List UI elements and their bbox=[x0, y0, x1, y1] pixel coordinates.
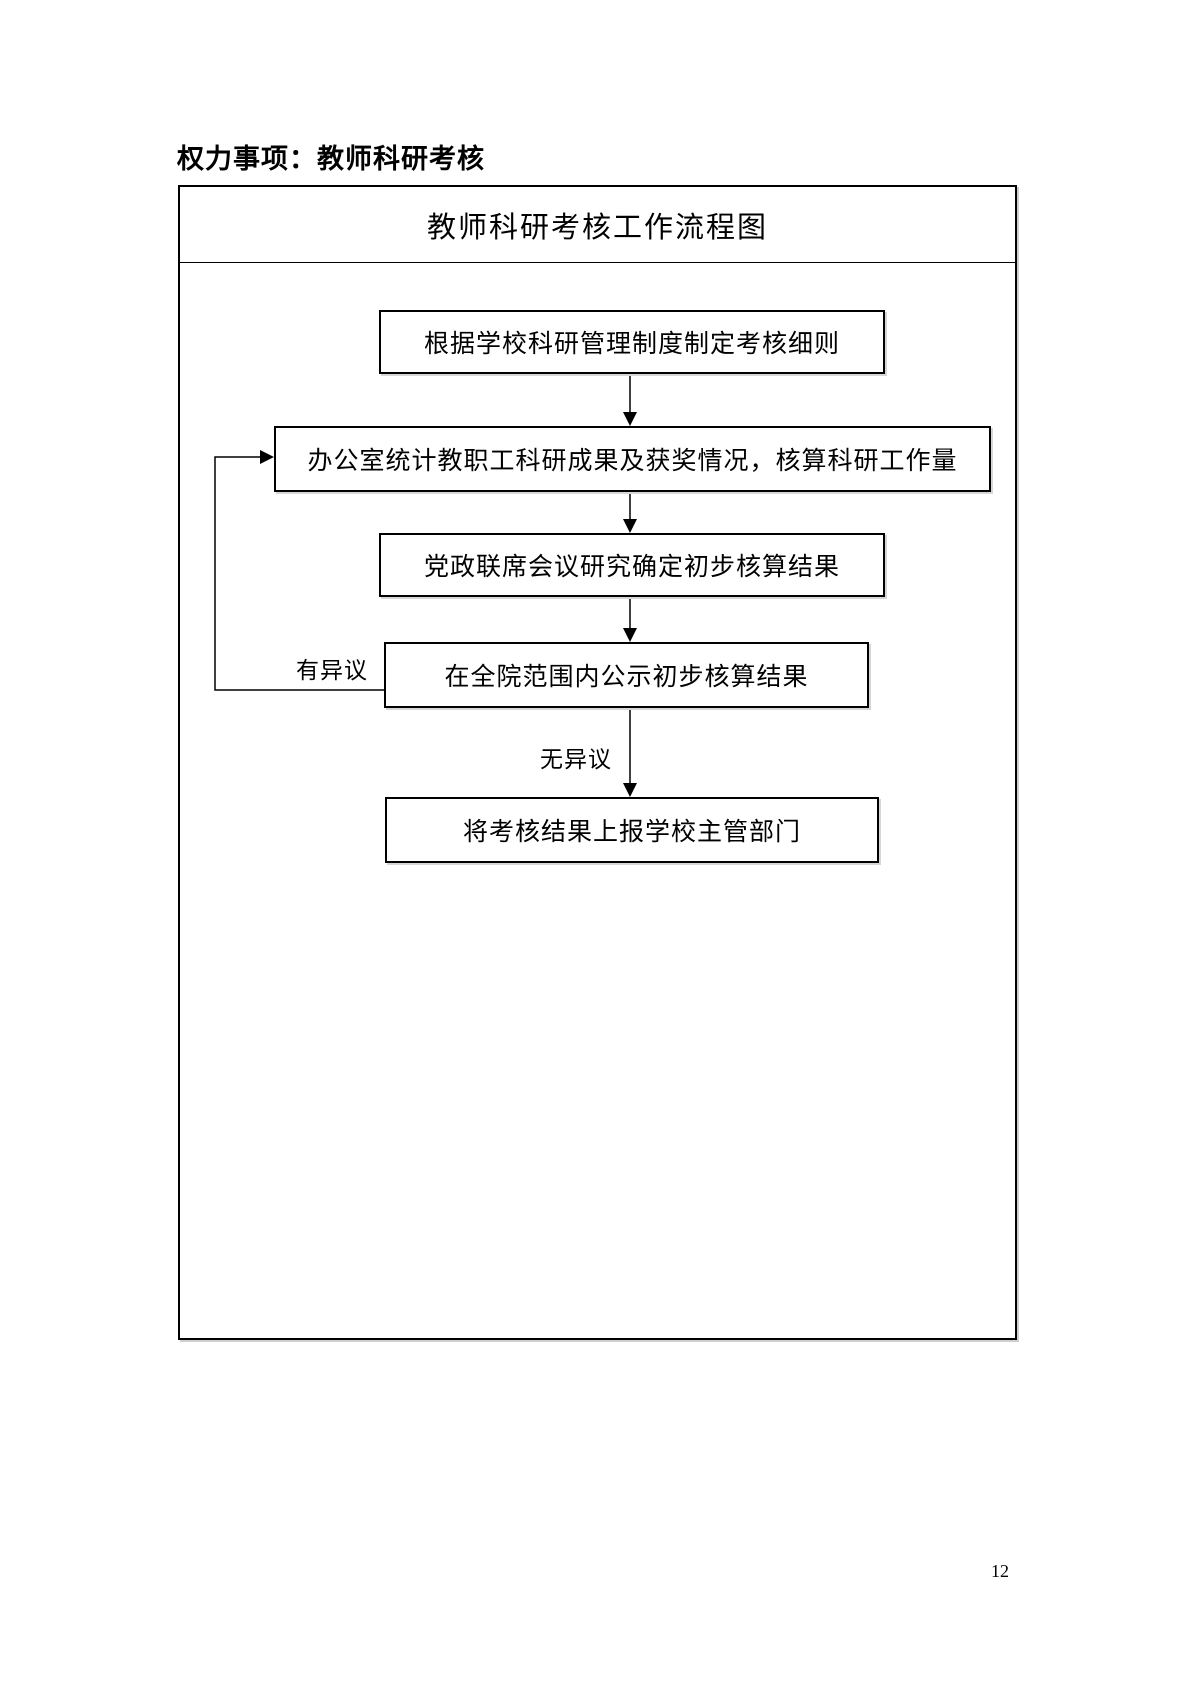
flow-step-5: 将考核结果上报学校主管部门 bbox=[385, 797, 879, 863]
arrow-step1-step2 bbox=[623, 370, 637, 426]
flowchart-title: 教师科研考核工作流程图 bbox=[426, 211, 768, 244]
page-number: 12 bbox=[991, 1561, 1009, 1581]
arrow-step4-step5 bbox=[623, 704, 637, 797]
flow-step-4: 在全院范围内公示初步核算结果 bbox=[384, 642, 869, 708]
arrow-step2-step3 bbox=[623, 488, 637, 533]
flow-step-2: 办公室统计教职工科研成果及获奖情况，核算科研工作量 bbox=[274, 426, 991, 492]
flow-area: 根据学校科研管理制度制定考核细则 办公室统计教职工科研成果及获奖情况，核算科研工… bbox=[180, 187, 1015, 1338]
branch-label-no-objection: 无异议 bbox=[540, 747, 612, 772]
flow-step-3: 党政联席会议研究确定初步核算结果 bbox=[379, 533, 885, 597]
document-heading: 权力事项：教师科研考核 bbox=[177, 144, 485, 174]
flow-step-1: 根据学校科研管理制度制定考核细则 bbox=[379, 310, 885, 374]
flowchart-title-row: 教师科研考核工作流程图 bbox=[180, 187, 1015, 263]
branch-label-objection: 有异议 bbox=[296, 658, 368, 683]
arrow-step3-step4 bbox=[623, 593, 637, 642]
flowchart-frame: 教师科研考核工作流程图 bbox=[178, 185, 1017, 1340]
